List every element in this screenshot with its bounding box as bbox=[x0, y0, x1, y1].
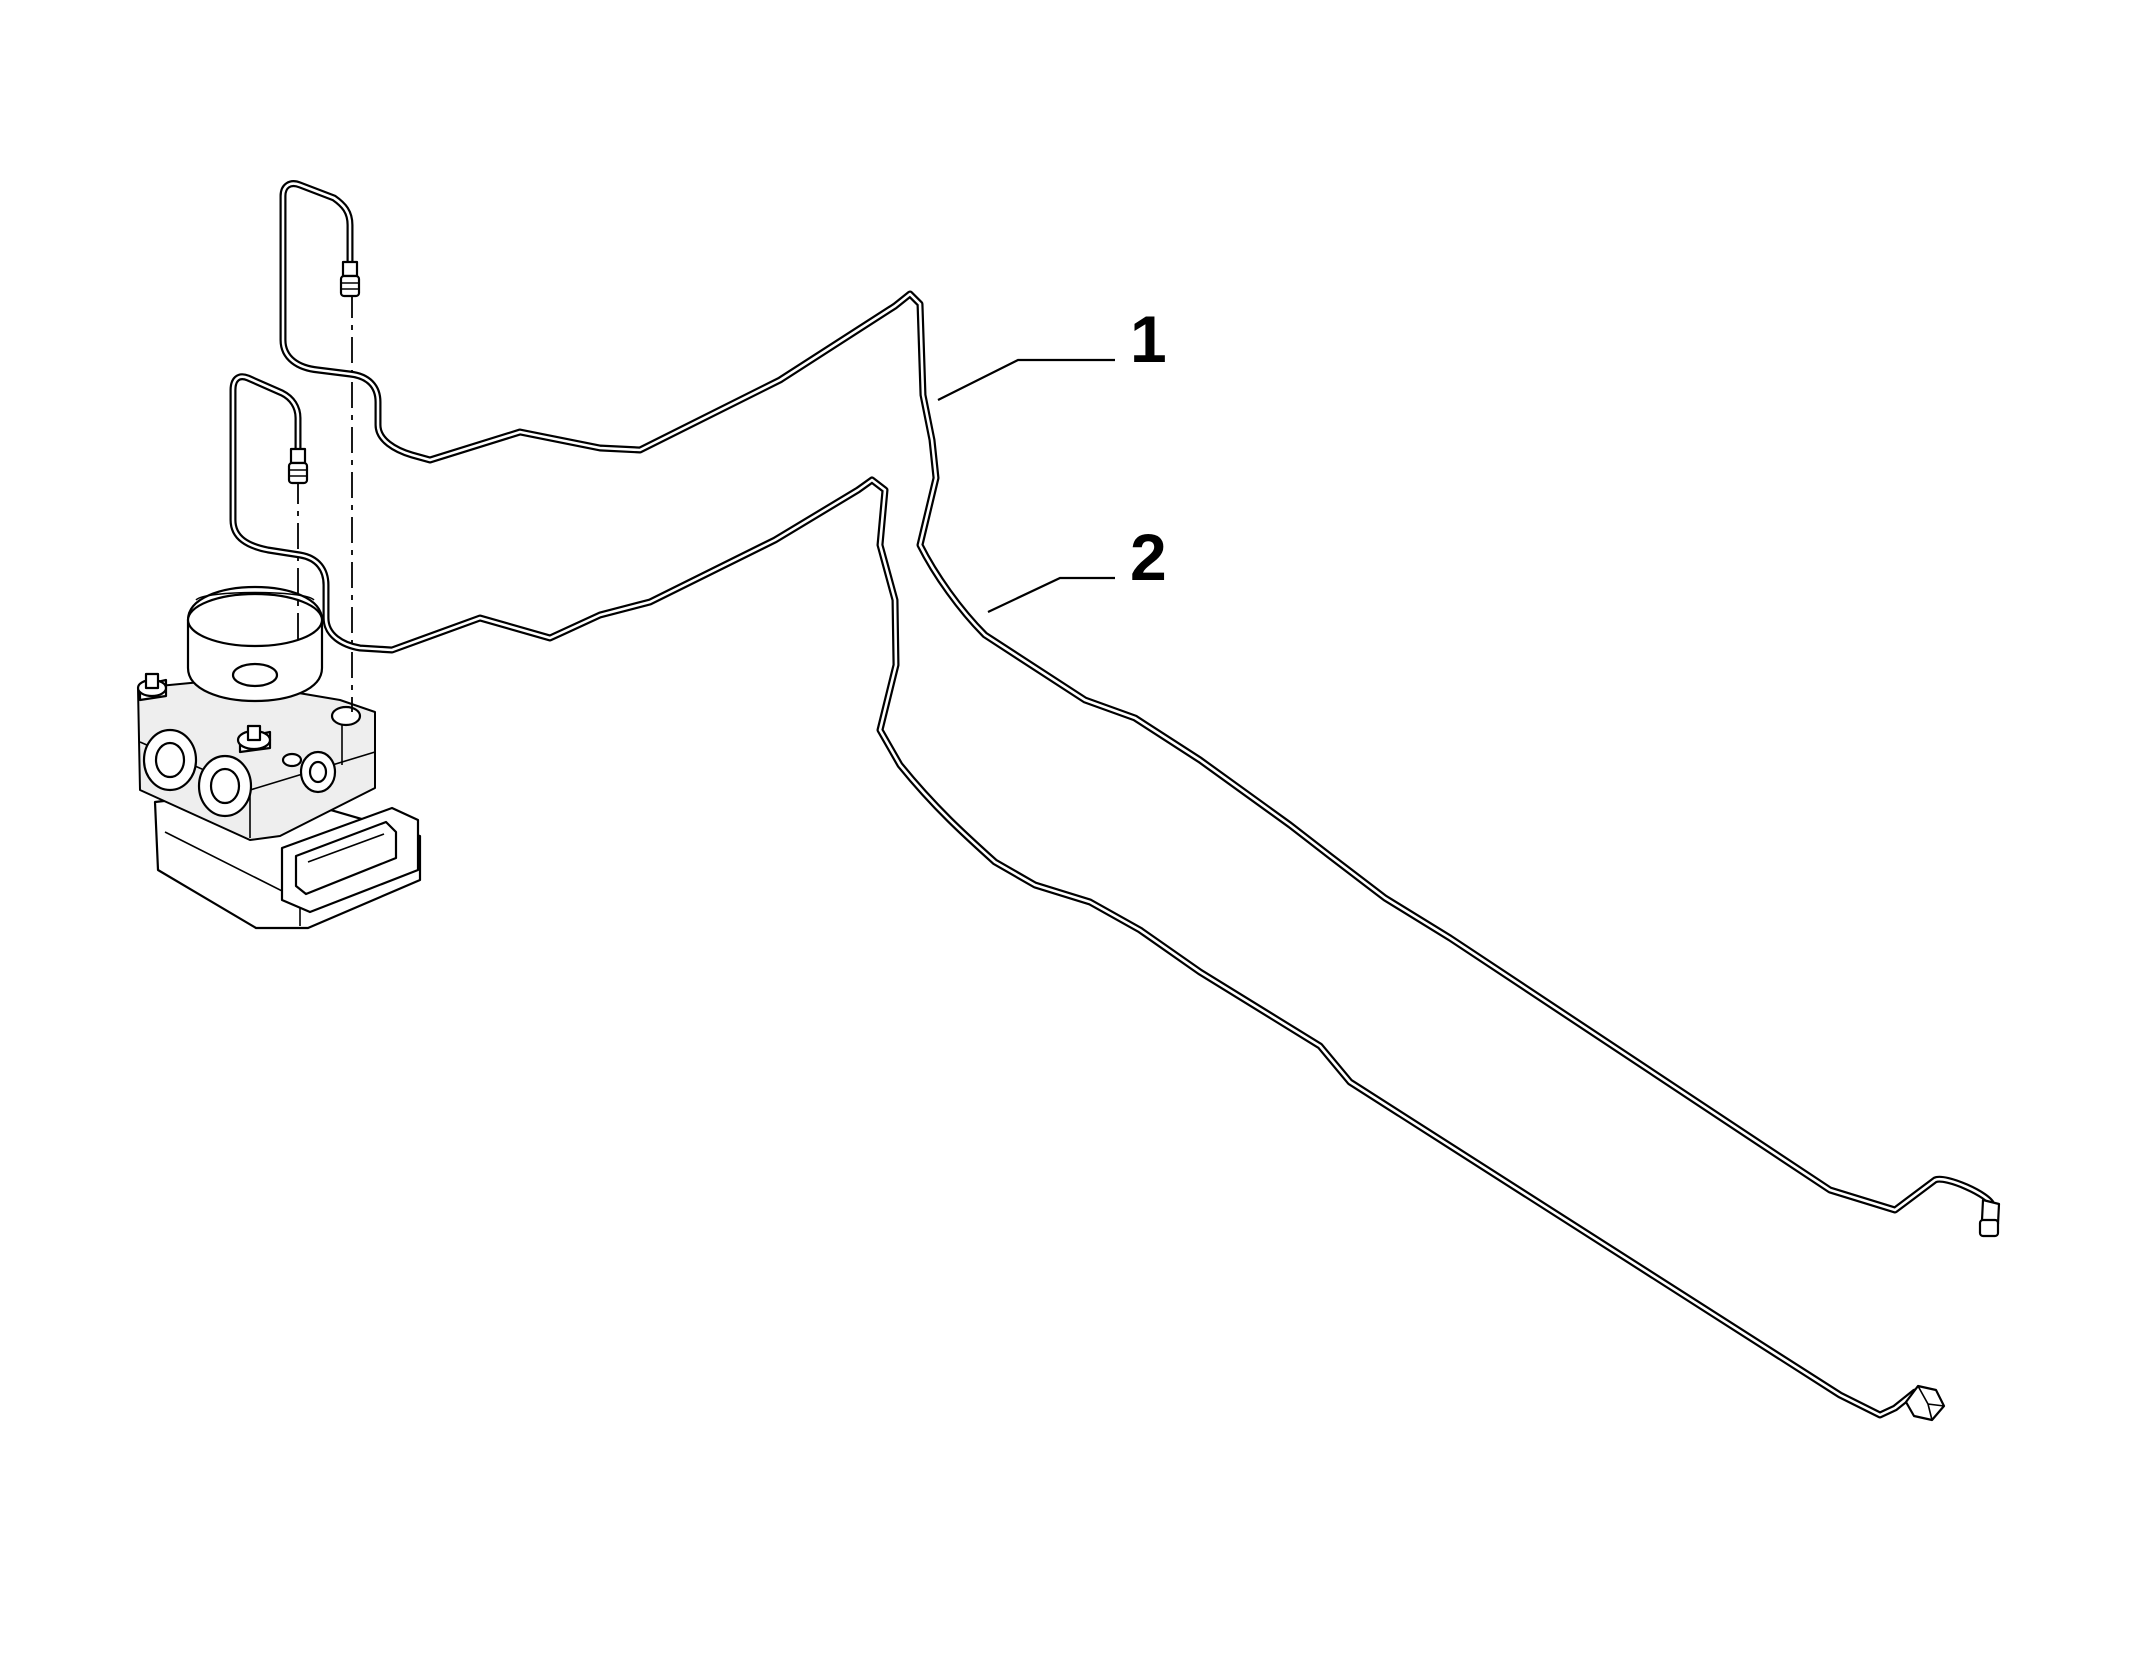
callout-1: 1 bbox=[1130, 302, 1167, 376]
alignment-lines bbox=[297, 292, 353, 712]
brake-pipe-2 bbox=[229, 373, 1946, 1422]
brake-pipe-1 bbox=[279, 180, 2001, 1238]
pipe-1-nut-abs-end bbox=[339, 260, 361, 298]
leader-line-2 bbox=[987, 576, 1115, 613]
abs-hydraulic-unit bbox=[136, 586, 422, 930]
leader-line-1 bbox=[937, 358, 1115, 401]
pipe-1-nut-far-end bbox=[1978, 1198, 2001, 1238]
pipe-2-nut-abs-end bbox=[287, 447, 309, 485]
pipe-2-nut-far-end bbox=[1904, 1384, 1946, 1422]
callout-2: 2 bbox=[1130, 520, 1167, 594]
